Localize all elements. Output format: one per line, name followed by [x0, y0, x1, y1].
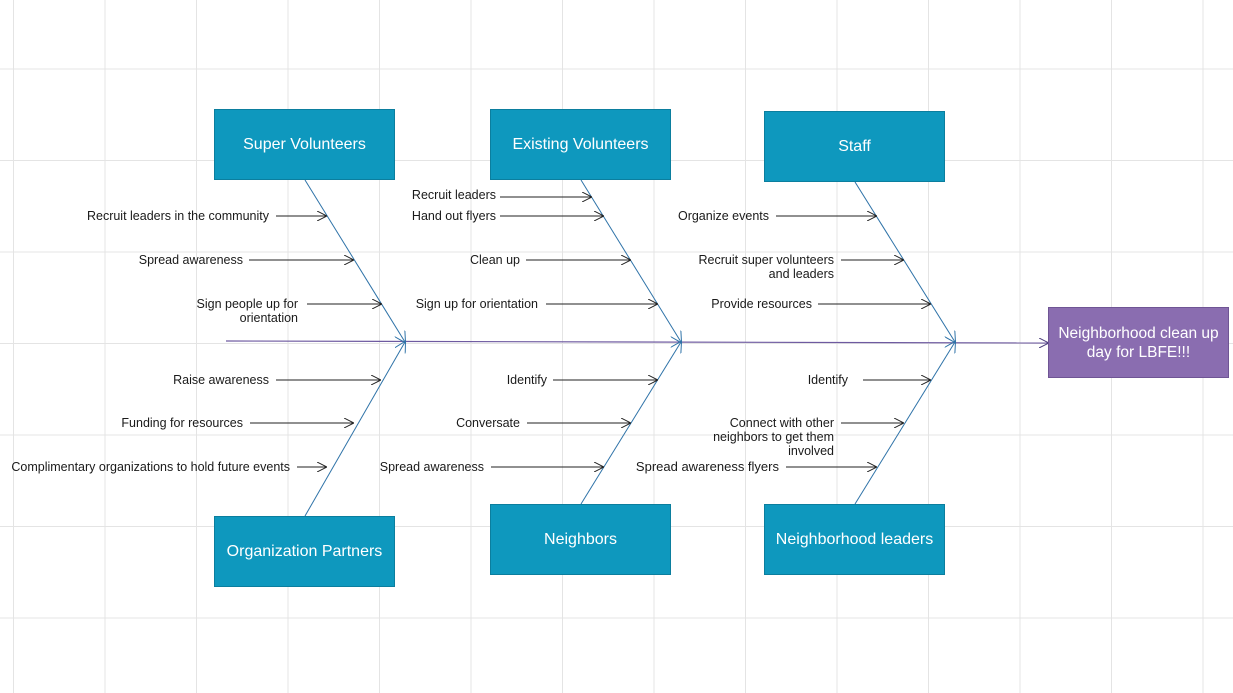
category-super-volunteers[interactable]: Super Volunteers — [214, 109, 395, 180]
cause-label: Conversate — [456, 416, 520, 430]
effect-box[interactable]: Neighborhood clean up day for LBFE!!! — [1048, 307, 1229, 378]
cause-label: Organize events — [677, 209, 769, 223]
cause-label: Provide resources — [711, 297, 812, 311]
cause-label: Raise awareness — [173, 373, 269, 387]
cause-label: Spread awareness — [379, 460, 484, 474]
cause-label: Recruit leaders — [411, 188, 496, 202]
cause-label: Connect with other neighbors to get them… — [713, 416, 834, 458]
category-organization-partners[interactable]: Organization Partners — [214, 516, 395, 587]
category-staff[interactable]: Staff — [764, 111, 945, 182]
cause-label: Hand out flyers — [411, 209, 496, 223]
cause-label: Spread awareness — [138, 253, 243, 267]
cause-label: Recruit super volunteers and leaders — [698, 253, 834, 281]
cause-label: Complimentary organizations to hold futu… — [11, 460, 290, 474]
category-existing-volunteers[interactable]: Existing Volunteers — [490, 109, 671, 180]
cause-label: Identify — [506, 373, 547, 387]
cause-label: Identify — [807, 373, 848, 387]
category-neighbors[interactable]: Neighbors — [490, 504, 671, 575]
cause-label: Funding for resources — [121, 416, 243, 430]
cause-label: Clean up — [469, 253, 520, 267]
cause-label: Sign up for orientation — [415, 297, 538, 311]
bone-organization-partners — [304, 342, 405, 517]
bone-staff — [854, 181, 955, 342]
spine-line — [225, 341, 1048, 343]
cause-label: Recruit leaders in the community — [86, 209, 269, 223]
cause-label: Spread awareness flyers — [635, 459, 779, 474]
bone-neighborhood-leaders — [854, 342, 955, 505]
bone-super-volunteers — [304, 179, 405, 342]
category-neighborhood-leaders[interactable]: Neighborhood leaders — [764, 504, 945, 575]
bone-existing-volunteers — [580, 179, 681, 342]
cause-label: Sign people up for orientation — [196, 297, 298, 325]
bone-neighbors — [580, 342, 681, 505]
